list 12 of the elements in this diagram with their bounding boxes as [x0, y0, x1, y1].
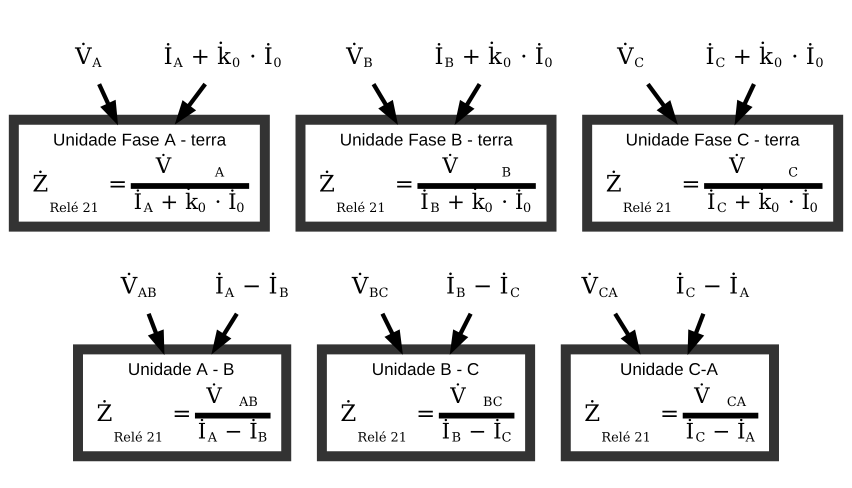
arrow	[646, 82, 678, 124]
arrow	[450, 312, 473, 354]
arrow	[613, 312, 641, 354]
arrow	[380, 312, 403, 354]
arrow	[734, 82, 756, 125]
arrow	[372, 82, 398, 125]
arrow	[174, 82, 207, 124]
arrow	[688, 312, 706, 355]
arrow	[97, 82, 118, 125]
arrow	[211, 312, 239, 354]
arrow	[146, 312, 164, 355]
arrow	[454, 82, 482, 124]
